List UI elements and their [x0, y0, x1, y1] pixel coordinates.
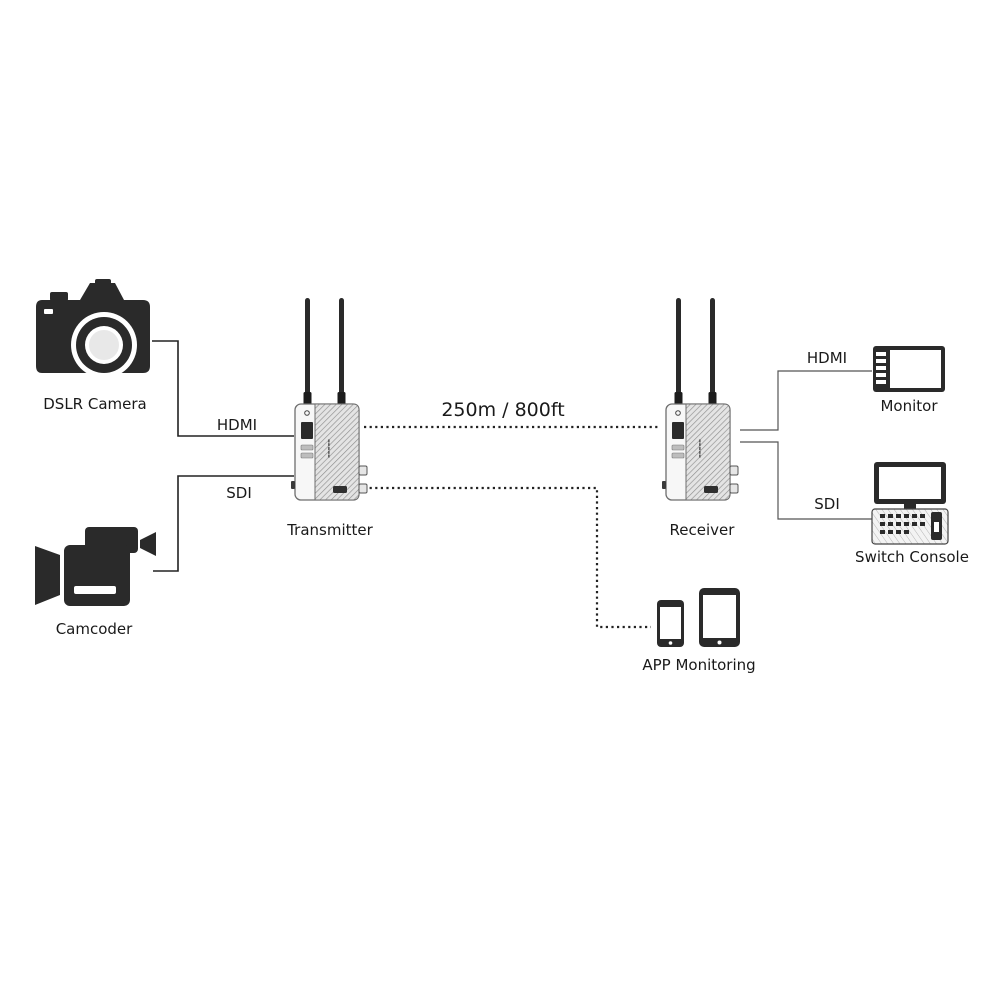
- transmitter-device: [290, 297, 368, 501]
- smartphone-icon: [657, 600, 684, 647]
- camcoder-icon: [35, 527, 156, 606]
- receiver-label: Receiver: [670, 521, 736, 539]
- switch-console-label: Switch Console: [855, 548, 969, 566]
- tx-sdi-label: SDI: [226, 484, 252, 502]
- transmitter-label: Transmitter: [286, 521, 373, 539]
- rx-hdmi-label: HDMI: [807, 349, 847, 367]
- tx-hdmi-label: HDMI: [217, 416, 257, 434]
- receiver-device: [661, 297, 739, 501]
- monitor-label: Monitor: [880, 397, 938, 415]
- range-label: 250m / 800ft: [441, 399, 564, 421]
- camcoder-label: Camcoder: [56, 620, 133, 638]
- rx-sdi-label: SDI: [814, 495, 840, 513]
- receiver-hdmi-line: [740, 370, 872, 431]
- receiver-sdi-line: [740, 441, 874, 520]
- dslr-camera-label: DSLR Camera: [43, 395, 146, 413]
- monitor-icon: [873, 346, 945, 392]
- app-link-line: [364, 486, 651, 629]
- app-monitoring-label: APP Monitoring: [642, 656, 755, 674]
- hdmi-cable-line: [152, 340, 294, 437]
- dslr-camera-icon: [36, 279, 150, 378]
- sdi-cable-line: [153, 475, 294, 572]
- switch-console-icon: [871, 462, 949, 545]
- tablet-icon: [699, 588, 740, 647]
